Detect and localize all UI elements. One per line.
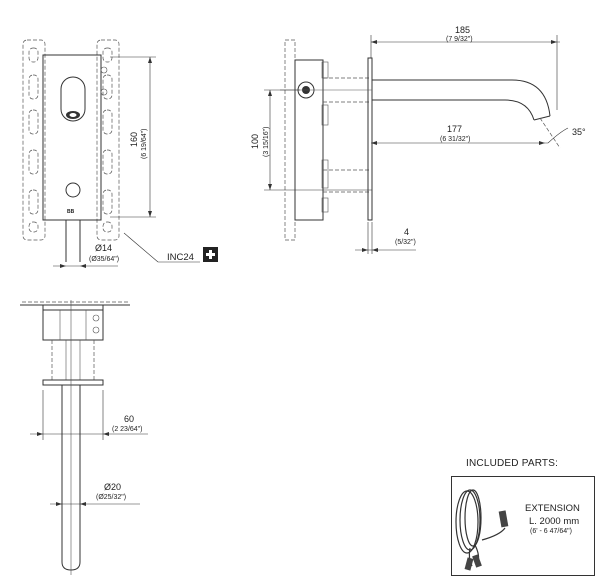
side-bracket	[284, 39, 296, 241]
angle-value: 35°	[572, 127, 586, 137]
front-diameter-inch: (Ø35/64")	[89, 256, 119, 263]
sensor-window	[60, 76, 86, 122]
side-height-value: 100	[250, 134, 260, 149]
left-bracket	[22, 39, 46, 241]
spout-bottom	[372, 99, 535, 121]
included-parts-box	[451, 476, 595, 576]
side-view: 185 (7 9/32") 177 (6 31/32") 35° 100 (3 …	[250, 25, 586, 254]
plate-value: 4	[404, 227, 409, 237]
top-length-value: 60	[124, 414, 134, 424]
outlet-circle	[65, 182, 81, 198]
extension-length: L. 2000 mm	[529, 516, 580, 527]
angle-arc	[547, 127, 569, 144]
right-bracket	[96, 39, 120, 241]
side-plate	[367, 57, 373, 221]
front-view: BB 160 (6 19/64") Ø14 (Ø35/64") INC24	[22, 39, 218, 268]
extension-cable-drawing	[455, 489, 509, 571]
spout-top	[372, 79, 551, 117]
spout-value: 177	[447, 124, 462, 134]
front-diameter-value: Ø14	[95, 243, 112, 253]
brand-mark: BB	[67, 209, 75, 215]
front-height-value: 160	[129, 132, 139, 147]
top-plate	[42, 379, 104, 386]
top-view: 60 (2 23/64") Ø20 (Ø25/32")	[20, 300, 148, 575]
plate-inch: (5/32")	[395, 239, 416, 246]
side-height-inch: (3 15/16")	[263, 126, 270, 157]
side-body	[294, 59, 324, 221]
included-parts-title: INCLUDED PARTS:	[466, 458, 559, 469]
top-diameter-inch: (Ø25/32")	[96, 494, 126, 501]
reach-value: 185	[455, 25, 470, 35]
front-height-inch: (6 19/64")	[141, 128, 148, 159]
extension-name: EXTENSION	[525, 503, 580, 514]
top-diameter-value: Ø20	[104, 482, 121, 492]
top-length-inch: (2 23/64")	[112, 426, 143, 433]
kit-code-label: INC24	[167, 252, 194, 263]
bracket-slots	[28, 47, 113, 233]
front-plate	[42, 54, 102, 221]
spout-inch: (6 31/32")	[440, 136, 471, 143]
top-body	[42, 309, 104, 341]
reach-inch: (7 9/32")	[446, 36, 473, 43]
extension-length-inch: (6' - 6 47/64")	[530, 528, 572, 535]
